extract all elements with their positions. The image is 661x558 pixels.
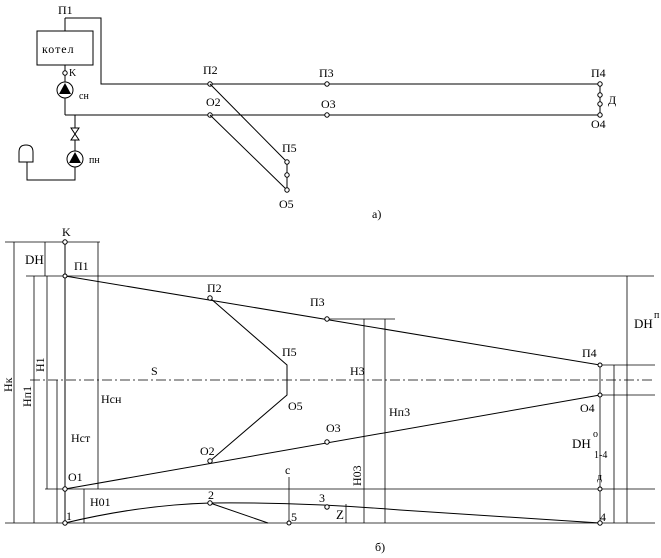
point-o2 <box>207 458 213 464</box>
circ-pump-label: сн <box>79 91 89 102</box>
node-o2-label: О2 <box>206 95 221 109</box>
label-p1: П1 <box>74 259 89 273</box>
point-k <box>62 239 68 245</box>
node-p3 <box>324 81 330 87</box>
consumer-d-bottom <box>597 101 603 107</box>
point-d <box>597 486 603 492</box>
terrain-branch <box>209 502 269 524</box>
label-o3: О3 <box>326 421 341 435</box>
label-dho-sup: о <box>593 429 598 440</box>
label-o1: О1 <box>68 470 83 484</box>
feed-pump-label: пн <box>89 155 100 166</box>
label-hp3: Нп3 <box>389 405 410 419</box>
ground-3 <box>324 504 330 510</box>
return-piezometric <box>64 394 601 490</box>
node-p2-label: П2 <box>203 63 218 77</box>
node-k-label: K <box>69 68 77 79</box>
label-p2: П2 <box>207 281 222 295</box>
label-h1: Н1 <box>33 357 47 372</box>
label-p4: П4 <box>582 346 597 360</box>
label-h01: Н01 <box>90 495 111 509</box>
label-dh: DH <box>25 252 44 267</box>
label-hk: Нк <box>1 377 15 392</box>
point-p2 <box>207 295 213 301</box>
scheme-a: котел П1 K сн пн П2 О2 П3 О3 <box>18 3 616 221</box>
graph-b: K DH П1 П2 П3 П4 П5 О5 О2 О3 О4 О1 S H3 … <box>1 225 660 554</box>
label-hp1: Нп1 <box>20 386 34 407</box>
node-p1-label: П1 <box>58 3 73 17</box>
ground-4 <box>597 520 603 526</box>
consumer-d-label: Д <box>608 93 616 107</box>
point-p3 <box>324 316 330 322</box>
consumer-d-top <box>597 92 603 98</box>
circ-pump-arrow-icon <box>59 83 71 94</box>
valve-icon-top <box>70 127 80 135</box>
boiler-label: котел <box>42 42 75 56</box>
node-p4-label: П4 <box>591 66 606 80</box>
point-o4 <box>597 392 603 398</box>
label-dhp-sup: п <box>654 310 660 321</box>
branch-return <box>209 114 288 191</box>
label-p5: П5 <box>282 345 297 359</box>
label-o2: О2 <box>200 444 215 458</box>
node-o3-label: О3 <box>321 97 336 111</box>
label-o5: О5 <box>288 399 303 413</box>
label-hsn: Нсн <box>101 392 122 406</box>
label-h3: H3 <box>350 364 365 378</box>
valve-icon-bottom <box>70 133 80 141</box>
label-k: K <box>62 225 71 239</box>
node-o4-label: О4 <box>591 117 606 131</box>
point-o1 <box>62 486 68 492</box>
point-p4 <box>597 362 603 368</box>
ground-1 <box>62 520 68 526</box>
label-s: S <box>151 364 158 378</box>
node-p4 <box>597 81 603 87</box>
branch5-piezometric <box>209 297 288 462</box>
point-o3 <box>324 439 330 445</box>
node-o5-label: О5 <box>279 197 294 211</box>
label-z: Z <box>336 507 344 522</box>
branch-supply <box>209 83 288 163</box>
label-c: с <box>285 463 290 477</box>
label-o4: О4 <box>580 401 595 415</box>
label-ground-5: 5 <box>291 510 297 524</box>
ground-5 <box>286 520 292 526</box>
makeup-tank-icon <box>18 144 34 163</box>
label-ground-4: 4 <box>600 510 606 524</box>
label-p3: П3 <box>310 295 325 309</box>
label-hst: Нст <box>71 431 91 445</box>
node-k <box>62 70 68 76</box>
node-o3 <box>324 112 330 118</box>
label-dhp: DH <box>634 316 653 331</box>
label-ground-3: 3 <box>319 491 325 505</box>
node-o4 <box>597 112 603 118</box>
terrain-profile <box>64 502 601 524</box>
supply-piezometric <box>64 275 601 366</box>
label-ho3: Н03 <box>350 465 364 486</box>
caption-b: б) <box>375 540 385 554</box>
point-p1 <box>62 273 68 279</box>
node-o5 <box>284 187 290 193</box>
node-p3-label: П3 <box>319 66 334 80</box>
ground-2 <box>207 500 213 506</box>
label-ground-2: 2 <box>208 488 214 502</box>
label-dho: DH <box>572 436 591 451</box>
caption-a: а) <box>372 207 381 221</box>
label-d: д <box>597 472 602 483</box>
node-mid5 <box>284 172 290 178</box>
label-ground-1: 1 <box>66 509 72 523</box>
feed-pump-arrow-icon <box>69 152 81 163</box>
node-p5-label: П5 <box>282 141 297 155</box>
feed-line-bottom <box>26 162 76 181</box>
node-p5 <box>284 159 290 165</box>
label-dho-sub: 1-4 <box>594 450 607 461</box>
